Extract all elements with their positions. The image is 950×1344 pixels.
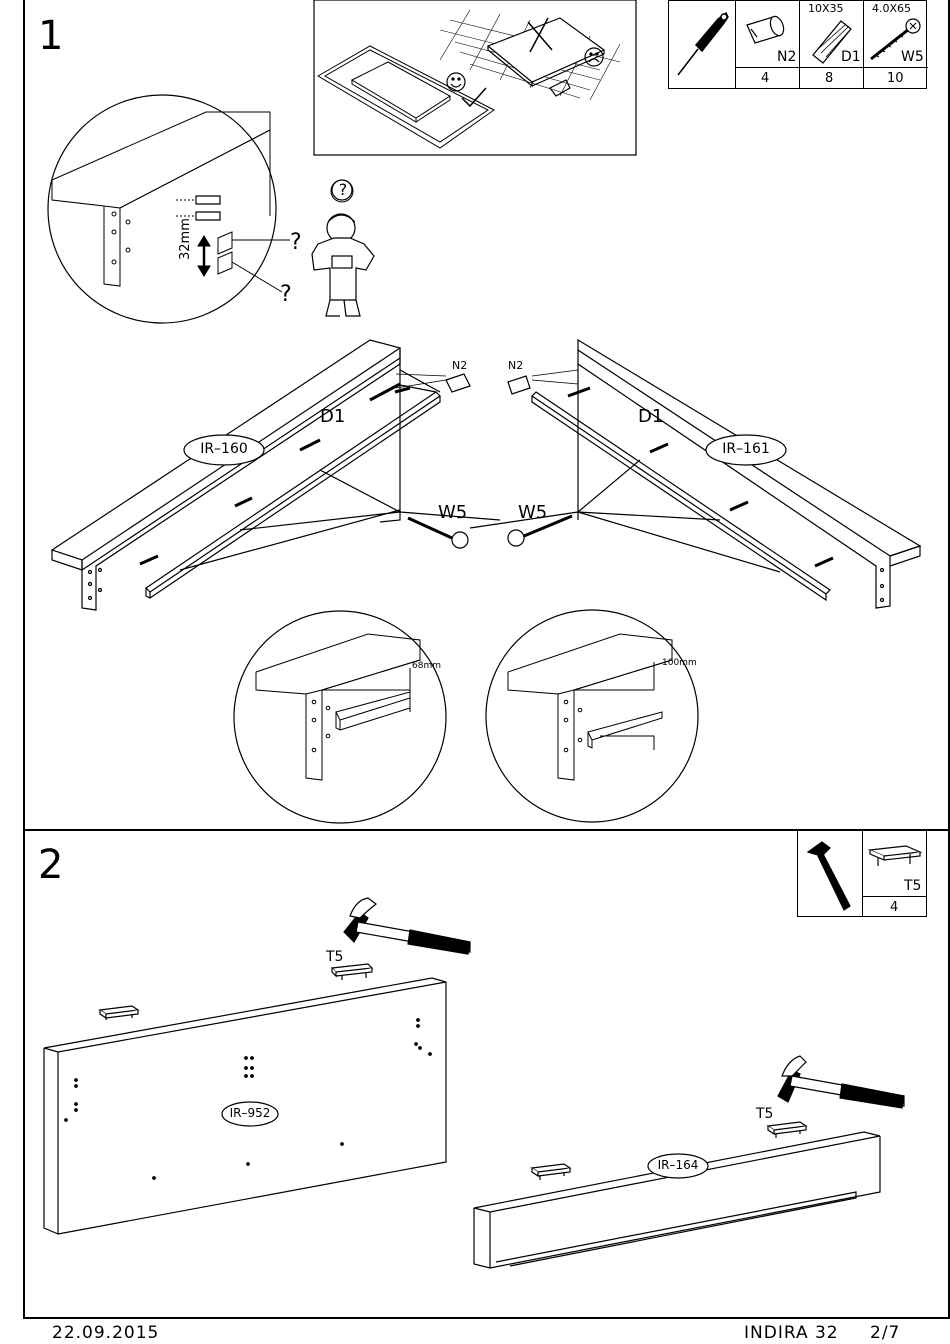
part-t5-code: T5 <box>904 878 921 894</box>
question-mark-bottom: ? <box>280 282 292 307</box>
label-t5-top: T5 <box>326 949 343 965</box>
label-68mm: 68mm <box>412 661 441 671</box>
bracket-icon <box>864 838 926 878</box>
label-w5-right: W5 <box>518 502 547 523</box>
label-ir-160: IR–160 <box>190 441 258 457</box>
label-100mm: 100mm <box>662 658 697 668</box>
hammer-icon <box>800 834 860 914</box>
footer-date: 22.09.2015 <box>52 1323 159 1343</box>
footer-product: INDIRA 32 <box>744 1323 839 1343</box>
step2-parts-table: T5 4 <box>797 829 927 917</box>
label-w5-left: W5 <box>438 502 467 523</box>
dowel-detail <box>52 112 290 292</box>
panel-ir-160 <box>52 340 500 610</box>
label-d1-right: D1 <box>638 406 663 427</box>
step1-illustration <box>0 0 950 830</box>
label-d1-left: D1 <box>320 406 345 427</box>
carpet-panel <box>318 46 494 148</box>
question-mark-top: ? <box>290 230 302 255</box>
label-ir-164: IR–164 <box>648 1158 708 1172</box>
label-n2-right: N2 <box>508 359 523 372</box>
dimension-32mm: 32mm <box>178 218 193 260</box>
label-ir-952: IR–952 <box>222 1106 278 1120</box>
label-n2-left: N2 <box>452 359 467 372</box>
label-t5-bottom: T5 <box>756 1106 773 1122</box>
footer-page: 2/7 <box>870 1323 900 1343</box>
question-bubble-icon <box>329 178 359 208</box>
step2-number: 2 <box>38 845 63 885</box>
detail-68mm <box>256 634 420 780</box>
part-t5-qty: 4 <box>890 900 898 915</box>
label-ir-161: IR–161 <box>712 441 780 457</box>
detail-100mm <box>508 634 672 780</box>
